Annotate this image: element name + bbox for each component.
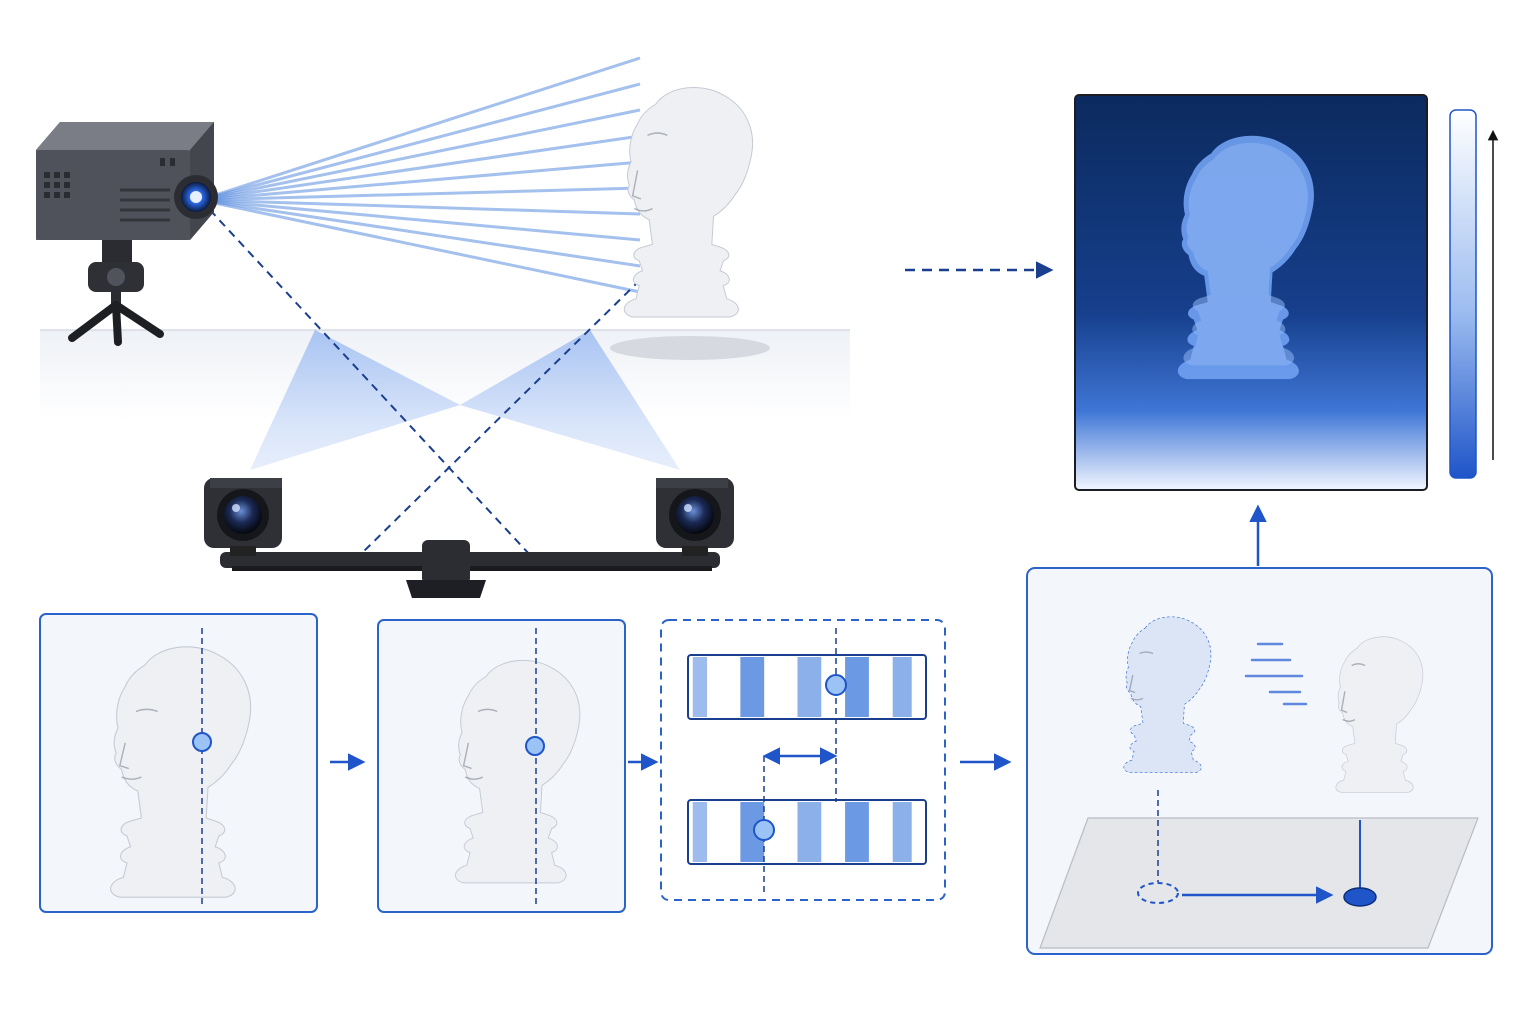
triangulation-lines (209, 209, 641, 556)
light-ray (199, 198, 641, 242)
correspondence-point-icon (525, 736, 545, 756)
projected-stripe (751, 87, 753, 317)
stripe-profile-top (687, 654, 927, 720)
statue-body (624, 87, 753, 317)
light-ray (199, 82, 641, 202)
stripe-band (692, 657, 708, 717)
depth-map-panel (1074, 94, 1428, 491)
statue-face (118, 708, 158, 780)
stripe-band (892, 657, 912, 717)
light-ray (199, 198, 641, 294)
light-ray (199, 56, 641, 202)
correspondence-point-icon (825, 674, 847, 696)
light-ray (199, 108, 641, 202)
motion-lines (1244, 642, 1308, 706)
correspondence-point-icon (753, 819, 775, 841)
projector-icon (36, 122, 218, 346)
stereo-camera-rig (204, 478, 734, 598)
panel-left-capture (39, 613, 318, 913)
light-ray (199, 198, 641, 216)
stripe-band (797, 802, 822, 862)
stripe-band (892, 802, 912, 862)
statue-face (1340, 663, 1366, 723)
light-ray (199, 186, 641, 202)
right-camera-icon (656, 478, 734, 556)
panel-triangulation (1026, 567, 1493, 955)
statue-face (462, 708, 498, 780)
depth-scale-bar (1449, 109, 1499, 479)
stripe-band (845, 657, 869, 717)
panel-stripe-matching (660, 619, 946, 901)
light-ray (199, 134, 641, 202)
stripe-band (797, 657, 822, 717)
ghost-statue (1123, 616, 1212, 773)
light-ray (199, 160, 641, 202)
statue-face (631, 132, 668, 212)
stripe-band (740, 802, 765, 862)
stripe-profile-bottom (687, 799, 927, 865)
statue-face (1128, 651, 1154, 701)
stripe-band (692, 802, 708, 862)
stripe-band (740, 657, 765, 717)
panel-right-capture (377, 619, 626, 913)
correspondence-point-icon (192, 732, 212, 752)
camera-view-cones (250, 330, 680, 470)
light-ray (199, 198, 641, 268)
stripe-band (845, 802, 869, 862)
projector-light-rays (199, 56, 641, 294)
left-camera-icon (204, 478, 282, 556)
